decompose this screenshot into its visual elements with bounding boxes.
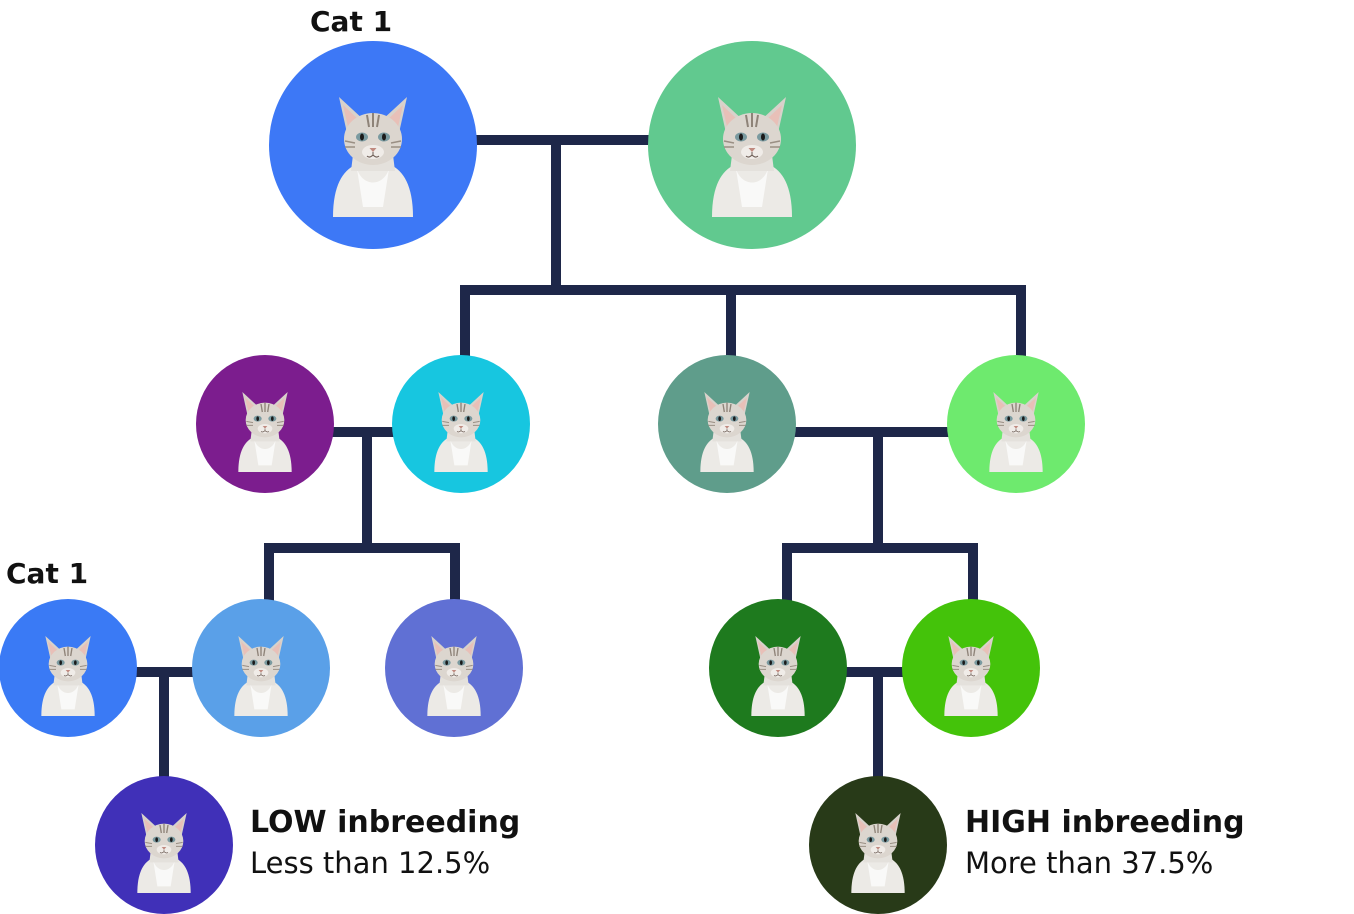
low-inbreeding-caption: LOW inbreeding Less than 12.5% bbox=[250, 803, 520, 883]
cat-node-mid-purple bbox=[196, 355, 334, 493]
cat-node-offspring-high bbox=[809, 776, 947, 914]
cat-node-bottom-lime bbox=[902, 599, 1040, 737]
pedigree-connectors bbox=[135, 135, 1026, 778]
cat-node-mid-cyan bbox=[392, 355, 530, 493]
cat-nodes bbox=[0, 41, 1085, 914]
low-inbreeding-title: LOW inbreeding bbox=[250, 805, 521, 840]
cat-node-top-mate bbox=[648, 41, 856, 249]
cat1-left-label: Cat 1 bbox=[6, 557, 89, 590]
cat-node-cat1-bottom bbox=[0, 599, 137, 737]
cat-node-mid-teal bbox=[658, 355, 796, 493]
cat-node-cat1-top bbox=[269, 41, 477, 249]
cat1-top-label: Cat 1 bbox=[310, 5, 393, 38]
high-inbreeding-title: HIGH inbreeding bbox=[965, 805, 1245, 840]
high-inbreeding-caption: HIGH inbreeding More than 37.5% bbox=[965, 803, 1245, 883]
cat-node-mid-lightgreen bbox=[947, 355, 1085, 493]
cat-node-bottom-lightblue bbox=[192, 599, 330, 737]
low-inbreeding-detail: Less than 12.5% bbox=[250, 846, 491, 880]
cat-node-offspring-low bbox=[95, 776, 233, 914]
high-inbreeding-detail: More than 37.5% bbox=[965, 846, 1214, 880]
cat-node-bottom-periwinkle bbox=[385, 599, 523, 737]
cat-node-bottom-darkgreen bbox=[709, 599, 847, 737]
